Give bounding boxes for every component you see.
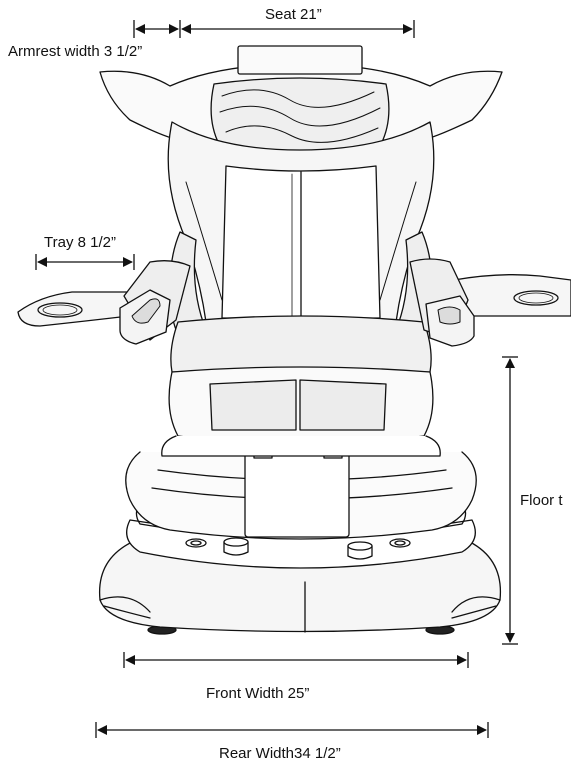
armrest-dimension-label: Armrest width 3 1/2”	[8, 43, 143, 60]
floor-dimension-label: Floor t	[520, 492, 563, 509]
front-width-dimension	[123, 652, 469, 668]
right-armrest-tray	[409, 258, 571, 347]
dimension-lines	[35, 20, 518, 738]
rear-width-dimension	[95, 722, 489, 738]
floor-height-dimension	[502, 356, 518, 645]
seat-cushion	[161, 315, 441, 457]
seat-width-dimension	[181, 20, 415, 38]
tray-width-dimension	[35, 254, 135, 270]
chair-back	[99, 45, 503, 349]
armrest-width-dimension	[133, 20, 181, 38]
rear-width-label: Rear Width34 1/2”	[219, 745, 341, 762]
seat-dimension-label: Seat 21”	[265, 6, 322, 23]
tray-dimension-label: Tray 8 1/2”	[44, 234, 116, 251]
front-width-label: Front Width 25”	[206, 685, 310, 702]
left-armrest-tray	[17, 260, 191, 345]
